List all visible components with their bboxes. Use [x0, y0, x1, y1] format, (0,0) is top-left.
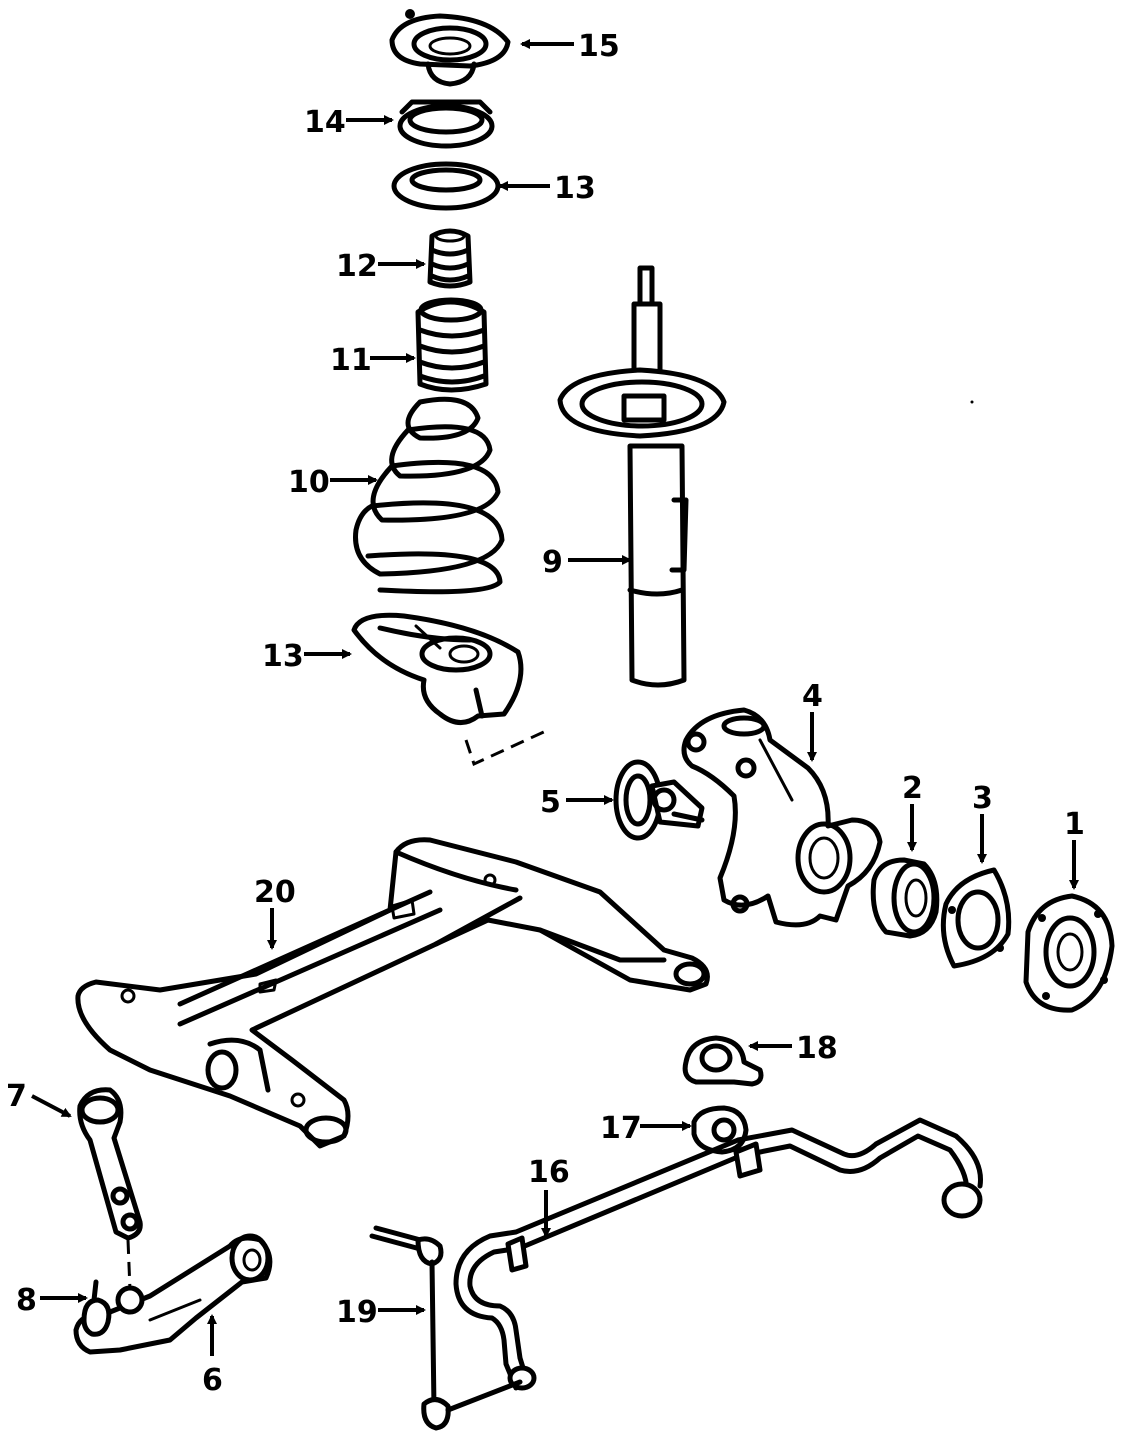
steering-knuckle-part: [681, 707, 883, 928]
jounce-bumper-part: [427, 228, 473, 289]
stabilizer-bar-part: [453, 1117, 983, 1391]
ball-joint-part: [81, 1279, 112, 1337]
callout-16: 16: [528, 1155, 570, 1190]
axle-hub-part: [613, 759, 705, 841]
callout-20: 20: [254, 875, 296, 910]
callout-7: 7: [6, 1079, 27, 1114]
lower-seat-mount-line: [464, 728, 549, 767]
callout-13-lower: 13: [262, 639, 304, 674]
wheel-hub-part: [1023, 893, 1115, 1013]
strut-mount-part: [389, 9, 511, 87]
dust-shield-part: [940, 867, 1012, 969]
callout-6: 6: [202, 1363, 223, 1398]
coil-spring-part: [353, 396, 505, 595]
callout-15: 15: [578, 29, 620, 64]
upper-insulator-part: [391, 161, 501, 211]
callout-14: 14: [304, 105, 346, 140]
callout-4: 4: [802, 679, 823, 714]
callout-1: 1: [1064, 807, 1085, 842]
callout-11: 11: [330, 343, 372, 378]
wheel-bearing-part: [870, 857, 940, 939]
strut-assembly-part: [557, 265, 727, 688]
callout-9: 9: [542, 545, 563, 580]
callout-2: 2: [902, 771, 923, 806]
callout-19: 19: [336, 1295, 378, 1330]
callout-13-upper: 13: [554, 171, 596, 206]
crossmember-part: [75, 837, 710, 1149]
stabilizer-bracket-part: [682, 1035, 764, 1087]
leader-lines: [31, 39, 1079, 1356]
callout-3: 3: [972, 781, 993, 816]
callout-12: 12: [336, 249, 378, 284]
strut-rod-mount-line: [126, 1239, 132, 1291]
callout-10: 10: [288, 465, 330, 500]
callout-labels: 15 14 13 12 11 10 9 13 4 5 2 3 1 20 18 1…: [6, 29, 1085, 1398]
stabilizer-link-part: [369, 1225, 523, 1431]
tension-strut-part: [77, 1087, 143, 1241]
callout-5: 5: [540, 785, 561, 820]
upper-spring-seat-part: [397, 99, 495, 149]
callout-17: 17: [600, 1111, 642, 1146]
lower-spring-seat-part: [351, 612, 524, 725]
stray-mark: [970, 400, 974, 404]
dust-boot-part: [415, 297, 489, 393]
lower-control-arm-part: [73, 1233, 273, 1355]
callout-8: 8: [16, 1283, 37, 1318]
callout-18: 18: [796, 1031, 838, 1066]
